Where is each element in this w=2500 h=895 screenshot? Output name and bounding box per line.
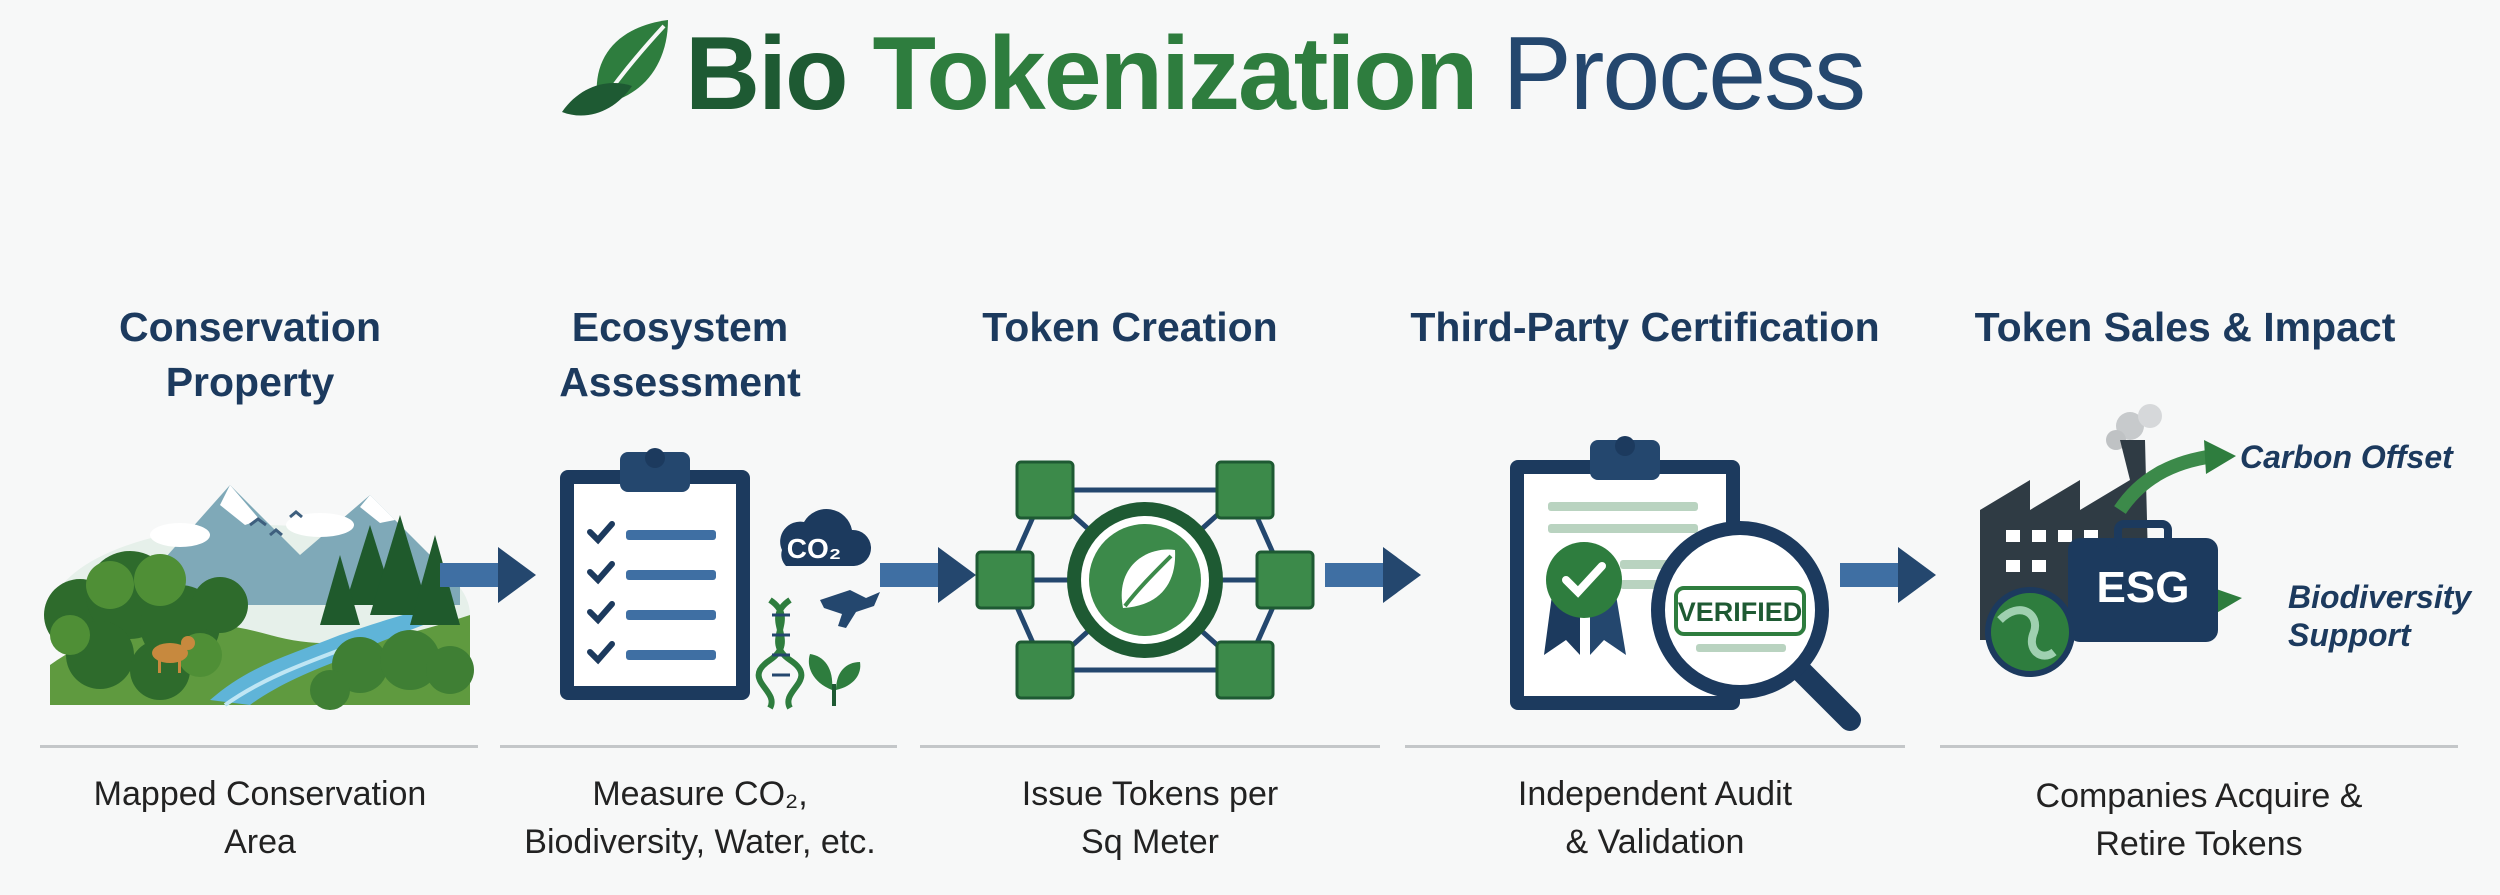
step4-description: Independent Audit & Validation [1405,770,1905,866]
step2-heading: Ecosystem Assessment [500,300,860,410]
divider-step1 [40,745,478,748]
leaf-logo-icon [562,20,668,116]
arrow-3-icon [1325,547,1421,603]
token-network-icon [975,460,1315,700]
step1-description-line1: Mapped Conservation [93,775,427,813]
divider-step5 [1940,745,2458,748]
step1-heading-line2: Property [165,359,335,405]
step2-description: Measure CO₂, Biodiversity, Water, etc. [500,770,900,866]
step5-description: Companies Acquire & Retire Tokens [1940,772,2458,868]
step5-description-line1: Companies Acquire & [2035,777,2363,815]
verified-badge: VERIFIED [1678,597,1803,627]
step5-description-line2: Retire Tokens [2095,825,2303,863]
step3-description-line2: Sq Meter [1081,823,1219,861]
co2-badge: CO₂ [787,533,841,564]
step2-description-line2: Biodiversity, Water, etc. [524,823,876,861]
step4-description-line2: & Validation [1565,823,1745,861]
clipboard-checklist-icon: CO₂ [560,448,880,710]
step4-description-line1: Independent Audit [1517,775,1793,813]
step3-description: Issue Tokens per Sq Meter [920,770,1380,866]
biodiversity-line1: Biodiversity [2288,579,2472,615]
step4-heading-line1: Third-Party Certification [1410,304,1880,350]
biodiversity-support-label: Biodiversity Support [2288,578,2471,654]
step2-heading-line2: Assessment [559,359,801,405]
step4-heading: Third-Party Certification [1390,300,1900,355]
step2-heading-line1: Ecosystem [571,304,789,350]
page-title: Bio Tokenization Process [685,14,1866,134]
divider-step4 [1405,745,1905,748]
title-process: Process [1502,15,1866,132]
step1-description-line2: Area [224,823,296,861]
title-tokenization: Tokenization [872,15,1479,132]
step1-heading-line1: Conservation [119,304,381,350]
step1-heading: Conservation Property [70,300,430,410]
step3-heading-line1: Token Creation [982,304,1278,350]
forest-landscape-icon [44,485,474,710]
carbon-offset-label: Carbon Offset [2240,439,2453,475]
step2-description-line1: Measure CO₂, [592,775,808,813]
arrow-2-icon [880,547,976,603]
certification-magnifier-icon: VERIFIED [1510,436,1861,731]
divider-step3 [920,745,1380,748]
step5-heading-line1: Token Sales & Impact [1974,304,2396,350]
divider-step2 [500,745,897,748]
arrow-4-icon [1840,547,1936,603]
step1-description: Mapped Conservation Area [40,770,480,866]
esg-badge: ESG [2097,563,2190,612]
title-bio: Bio [685,15,849,132]
step3-description-line1: Issue Tokens per [1021,775,1279,813]
factory-esg-icon: ESG [1980,404,2242,677]
step5-heading: Token Sales & Impact [1960,300,2410,355]
arrow-1-icon [440,547,536,603]
biodiversity-line2: Support [2288,617,2411,653]
step3-heading: Token Creation [930,300,1330,355]
